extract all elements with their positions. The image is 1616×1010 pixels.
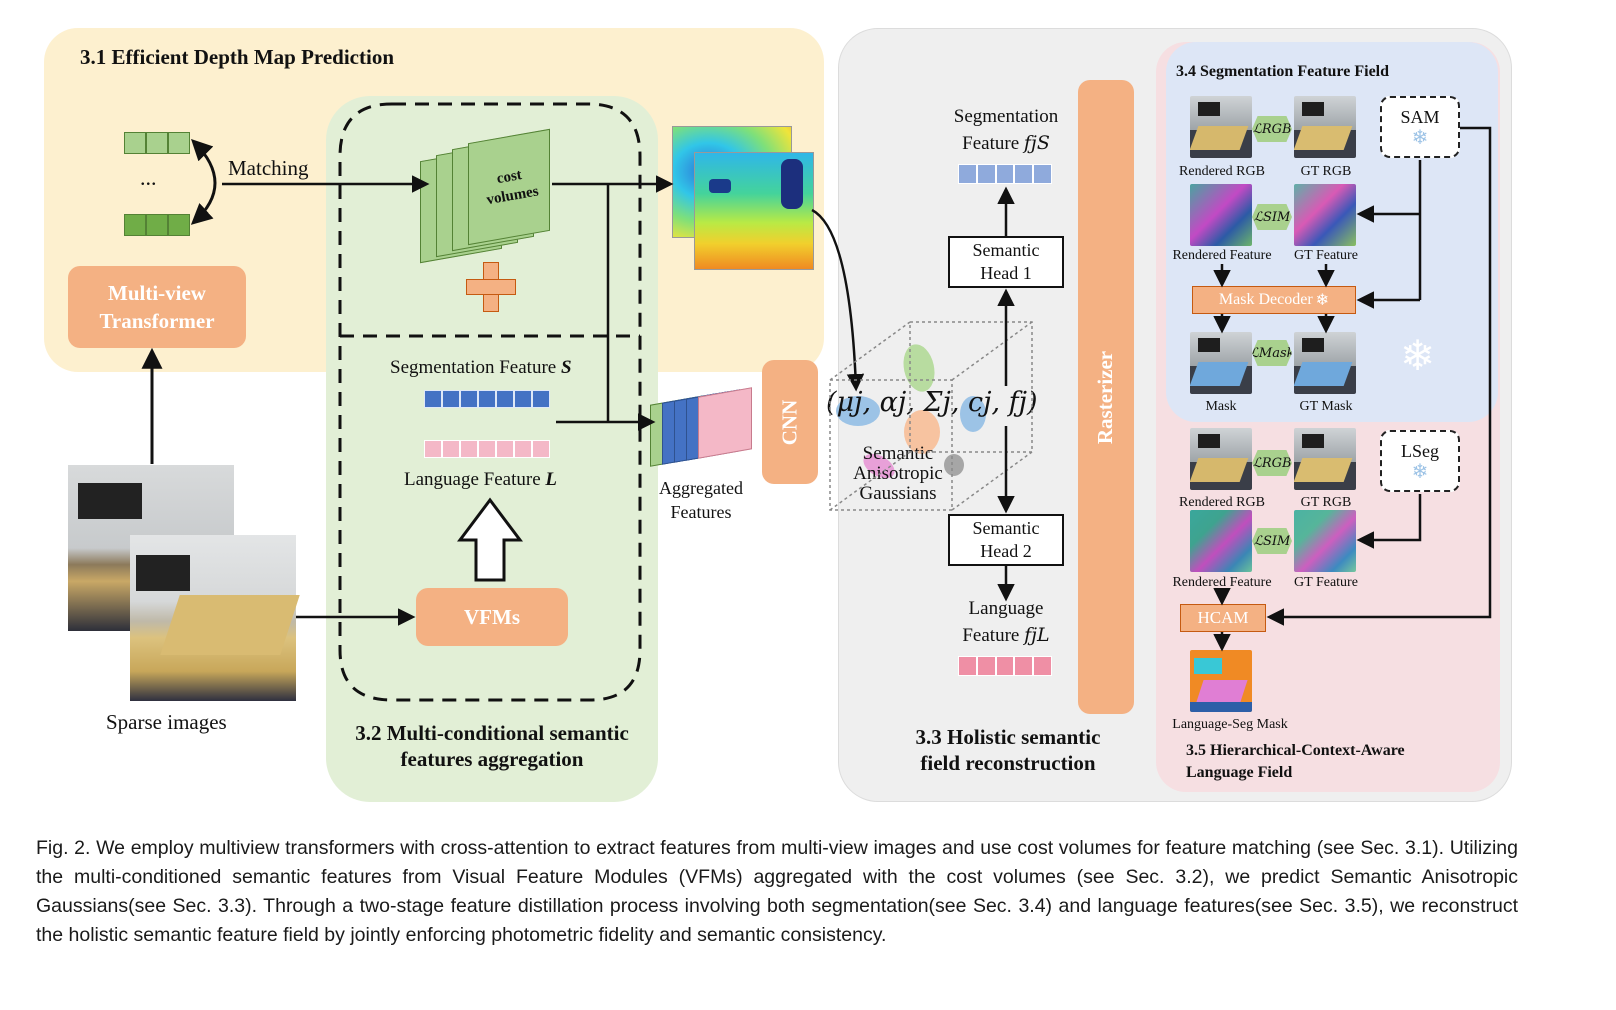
lseg-box: LSeg ❄	[1380, 430, 1460, 492]
segmentation-feature-output-label: Segmentation Feature fjS	[940, 104, 1072, 157]
aggregated-line1: Aggregated	[659, 478, 743, 498]
lang-output-line2: Feature	[962, 625, 1020, 646]
section-3-4-title: 3.4 Segmentation Feature Field	[1176, 63, 1390, 80]
gt-rgb-thumb-seg	[1294, 96, 1356, 158]
section-3-5-title: 3.5 Hierarchical-Context-Aware Language …	[1186, 740, 1405, 784]
semantic-head-1: Semantic Head 1	[948, 236, 1064, 288]
rendered-rgb-label-seg: Rendered RGB	[1179, 164, 1265, 179]
language-feature-output-bar	[958, 656, 1052, 676]
section-3-2-title: 3.2 Multi-conditional semantic features …	[326, 720, 658, 772]
language-feature-label: Language Feature L	[404, 468, 557, 492]
rendered-rgb-thumb-lang	[1190, 428, 1252, 490]
lang-feature-symbol: L	[545, 469, 557, 490]
token-row-top	[124, 132, 190, 154]
gt-rgb-label-seg: GT RGB	[1300, 164, 1352, 179]
loss-rgb-badge-seg: ℒRGB	[1252, 116, 1292, 142]
gaussians-line3: Gaussians	[859, 483, 937, 504]
snowflake-icon: ❄	[1315, 292, 1330, 309]
mask-label: Mask	[1205, 399, 1237, 414]
multi-view-transformer-box: Multi-view Transformer	[68, 266, 246, 348]
section-3-1-title: 3.1 Efficient Depth Map Prediction	[80, 45, 394, 69]
rasterizer-box: Rasterizer	[1078, 80, 1134, 714]
seg-output-symbol: fjS	[1023, 132, 1050, 154]
lang-output-symbol: fjL	[1024, 624, 1050, 646]
rendered-rgb-thumb-seg	[1190, 96, 1252, 158]
rendered-feature-thumb-seg	[1190, 184, 1252, 246]
aggregated-features-stack	[650, 387, 758, 468]
hcam-box: HCAM	[1180, 604, 1266, 632]
loss-rgb-badge-lang: ℒRGB	[1252, 450, 1292, 476]
gt-feature-label-seg: GT Feature	[1294, 248, 1358, 263]
aggregated-line2: Features	[670, 502, 732, 522]
snowflake-icon: ❄	[1411, 126, 1429, 149]
gaussians-line1: Semantic	[862, 443, 934, 464]
head2-line2: Head 2	[980, 541, 1032, 561]
rendered-feature-label-lang: Rendered Feature	[1172, 575, 1272, 590]
matching-label: Matching	[228, 156, 309, 180]
rendered-feature-label-seg: Rendered Feature	[1172, 248, 1272, 263]
language-feature-bar	[424, 440, 550, 458]
gt-feature-label-lang: GT Feature	[1294, 575, 1358, 590]
head1-line2: Head 1	[980, 263, 1032, 283]
gt-mask-thumb	[1294, 332, 1356, 394]
section-3-5-title-line2: Language Field	[1186, 764, 1293, 781]
section-3-5-title-line1: 3.5 Hierarchical-Context-Aware	[1186, 742, 1405, 759]
head1-line1: Semantic	[972, 240, 1040, 260]
rendered-rgb-label-lang: Rendered RGB	[1179, 495, 1265, 510]
snowflake-icon: ❄	[1411, 460, 1429, 483]
lang-output-line1: Language	[968, 598, 1044, 619]
gt-feature-thumb-seg	[1294, 184, 1356, 246]
gaussian-parameters: (μj, αj, Σj, cj, fj)	[826, 387, 1038, 418]
gt-feature-thumb-lang	[1294, 510, 1356, 572]
section-3-3-title-line2: field reconstruction	[920, 751, 1096, 775]
mask-decoder-label: Mask Decoder	[1218, 291, 1313, 308]
semantic-head-2: Semantic Head 2	[948, 514, 1064, 566]
ellipsis: ...	[140, 165, 157, 190]
frozen-snowflake-icon: ❄	[1400, 334, 1436, 380]
mask-thumb	[1190, 332, 1252, 394]
language-seg-mask-label: Language-Seg Mask	[1172, 717, 1288, 732]
segmentation-feature-output-bar	[958, 164, 1052, 184]
segmentation-feature-bar	[424, 390, 550, 408]
sparse-image-front	[130, 535, 300, 701]
segmentation-feature-label: Segmentation Feature S	[390, 356, 572, 380]
semantic-anisotropic-gaussians-label: Semantic Anisotropic Gaussians	[836, 444, 960, 504]
head2-line1: Semantic	[972, 518, 1040, 538]
loss-mask-badge: ℒMask	[1252, 340, 1292, 366]
lseg-label: LSeg	[1401, 440, 1439, 461]
mask-decoder-box: Mask Decoder❄	[1192, 286, 1356, 314]
section-3-2-title-line2: features aggregation	[400, 747, 584, 771]
section-3-3-title-line1: 3.3 Holistic semantic	[915, 725, 1101, 749]
sparse-images-label: Sparse images	[106, 710, 227, 734]
vfms-box: VFMs	[416, 588, 568, 646]
cnn-label: CNN	[777, 399, 802, 445]
loss-sim-badge-lang: ℒSIM	[1252, 528, 1292, 554]
aggregated-features-label: Aggregated Features	[646, 476, 756, 524]
language-seg-mask-thumb	[1190, 650, 1252, 712]
plus-icon	[466, 262, 516, 312]
seg-feature-symbol: S	[560, 357, 572, 378]
sam-label: SAM	[1400, 106, 1440, 127]
sam-box: SAM ❄	[1380, 96, 1460, 158]
rasterizer-label: Rasterizer	[1093, 350, 1118, 444]
loss-sim-badge-seg: ℒSIM	[1252, 204, 1292, 230]
gt-rgb-label-lang: GT RGB	[1300, 495, 1352, 510]
gaussians-line2: Anisotropic	[853, 463, 943, 484]
rendered-feature-thumb-lang	[1190, 510, 1252, 572]
cnn-box: CNN	[762, 360, 818, 484]
lang-feature-text: Language Feature	[404, 469, 541, 490]
token-row-bottom	[124, 214, 190, 236]
transformer-line1: Multi-view	[108, 281, 206, 305]
figure-caption: Fig. 2. We employ multiview transformers…	[36, 837, 1518, 946]
transformer-line2: Transformer	[99, 309, 215, 333]
depth-map-front	[694, 152, 814, 270]
gt-mask-label: GT Mask	[1299, 399, 1353, 414]
seg-output-line2: Feature	[962, 133, 1020, 154]
section-3-3-title: 3.3 Holistic semantic field reconstructi…	[878, 724, 1138, 776]
section-3-2-title-line1: 3.2 Multi-conditional semantic	[355, 721, 629, 745]
seg-feature-text: Segmentation Feature	[390, 357, 557, 378]
language-feature-output-label: Language Feature fjL	[940, 596, 1072, 649]
seg-output-line1: Segmentation	[953, 106, 1059, 127]
gt-rgb-thumb-lang	[1294, 428, 1356, 490]
